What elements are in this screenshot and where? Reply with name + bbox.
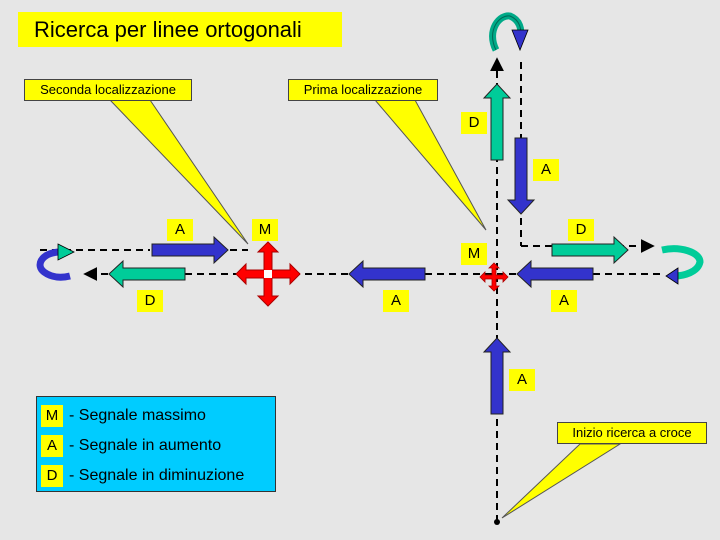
- legend-text-increase: - Segnale in aumento: [69, 437, 222, 454]
- label-increase-bottom: A: [509, 369, 535, 391]
- label-decrease-top: D: [461, 112, 487, 134]
- arrow-increase-middle-segment: [348, 259, 426, 289]
- arrow-decrease-right: [551, 235, 629, 265]
- legend-key-increase: A: [41, 435, 63, 457]
- label-decrease-right: D: [568, 219, 594, 241]
- curl-top-icon: [489, 12, 529, 52]
- legend-key-max: M: [41, 405, 63, 427]
- start-point: [494, 519, 500, 525]
- label-decrease-left: D: [137, 290, 163, 312]
- max-marker-second-icon: [235, 241, 301, 307]
- arrow-increase-left-upper: [151, 235, 229, 265]
- legend-key-decrease: D: [41, 465, 63, 487]
- label-increase-middle: A: [383, 290, 409, 312]
- label-increase-right: A: [551, 290, 577, 312]
- legend-box: M - Segnale massimo A - Segnale in aumen…: [36, 396, 276, 492]
- legend-text-max: - Segnale massimo: [69, 407, 206, 424]
- label-max-first: M: [461, 243, 487, 265]
- label-increase-vertical: A: [533, 159, 559, 181]
- label-increase-left-upper: A: [167, 219, 193, 241]
- label-max-second: M: [252, 219, 278, 241]
- callout-second-location: Seconda localizzazione: [24, 79, 192, 101]
- max-marker-first-icon: [479, 262, 509, 292]
- callout-start-search: Inizio ricerca a croce: [557, 422, 707, 444]
- legend-text-decrease: - Segnale in diminuzione: [69, 467, 245, 484]
- arrow-increase-right-segment: [516, 259, 594, 289]
- curl-right-icon: [661, 245, 704, 285]
- arrow-increase-bottom: [482, 337, 512, 415]
- arrow-increase-vertical-down: [506, 137, 536, 215]
- arrow-decrease-top: [482, 83, 512, 161]
- diagram-title: Ricerca per linee ortogonali: [18, 12, 342, 47]
- curl-left-icon: [36, 243, 75, 281]
- callout-pointer-start: [501, 443, 622, 519]
- arrow-decrease-left: [108, 259, 186, 289]
- callout-first-location: Prima localizzazione: [288, 79, 438, 101]
